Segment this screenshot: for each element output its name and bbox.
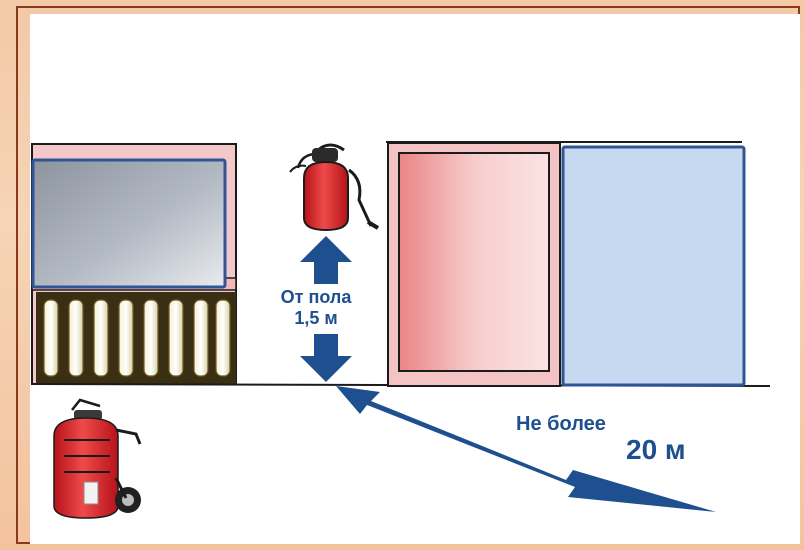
left-window-panel bbox=[33, 160, 225, 287]
distance-label-line1: Не более bbox=[516, 413, 606, 436]
wall-extinguisher-icon bbox=[290, 145, 378, 230]
distance-label-line2: 20 м bbox=[626, 434, 686, 466]
radiator-icon bbox=[36, 292, 236, 384]
height-label-line1: От пола bbox=[268, 287, 364, 308]
door bbox=[388, 143, 560, 386]
wheeled-extinguisher-icon bbox=[40, 394, 144, 528]
right-window-panel bbox=[563, 147, 744, 385]
height-label: От пола 1,5 м bbox=[268, 287, 364, 329]
height-label-line2: 1,5 м bbox=[268, 308, 364, 329]
